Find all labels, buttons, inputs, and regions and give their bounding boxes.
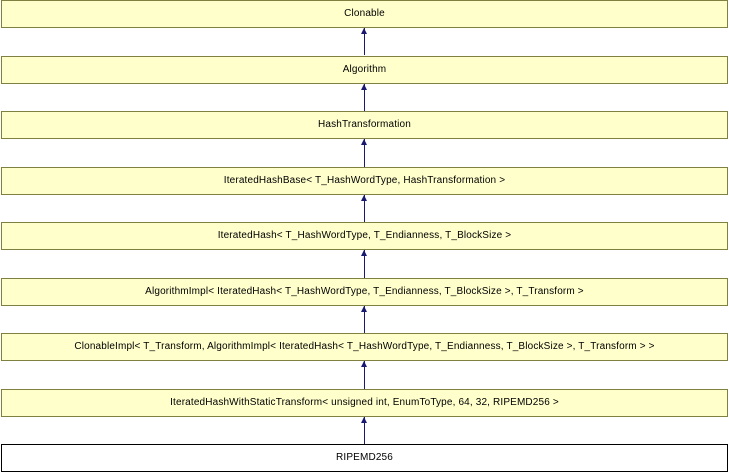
inheritance-edge-clonableimpl-to-algorithmimpl (364, 306, 365, 333)
inheritance-arrow-icon (361, 361, 367, 367)
inheritance-edge-iteratedhash-to-iteratedhashbase (364, 195, 365, 222)
class-node-ripemd256-current[interactable]: RIPEMD256 (1, 444, 728, 472)
class-node-algorithm[interactable]: Algorithm (1, 55, 728, 84)
inheritance-arrow-icon (361, 250, 367, 256)
class-node-hashtransformation[interactable]: HashTransformation (1, 111, 728, 139)
inheritance-arrow-icon (361, 417, 367, 423)
inheritance-arrow-icon (361, 139, 367, 145)
class-node-iteratedhashwithstatictransform[interactable]: IteratedHashWithStaticTransform< unsigne… (1, 388, 728, 417)
inheritance-edge-iteratedhashbase-to-hashtransformation (364, 139, 365, 167)
inheritance-edge-ripemd256-to-iteratedhashwithstatictransform (364, 417, 365, 444)
inheritance-edge-hashtransformation-to-algorithm (364, 84, 365, 111)
inheritance-arrow-icon (361, 84, 367, 90)
inheritance-edge-algorithmimpl-to-iteratedhash (364, 250, 365, 278)
inheritance-arrow-icon (361, 306, 367, 312)
inheritance-arrow-icon (361, 195, 367, 201)
class-node-clonableimpl[interactable]: ClonableImpl< T_Transform, AlgorithmImpl… (1, 333, 728, 361)
inheritance-edge-iteratedhashwithstatictransform-to-clonableimpl (364, 361, 365, 389)
class-node-iteratedhashbase[interactable]: IteratedHashBase< T_HashWordType, HashTr… (1, 166, 728, 195)
class-node-clonable[interactable]: Clonable (1, 0, 728, 28)
inheritance-arrow-icon (361, 28, 367, 34)
class-node-algorithmimpl[interactable]: AlgorithmImpl< IteratedHash< T_HashWordT… (1, 277, 728, 306)
class-node-iteratedhash[interactable]: IteratedHash< T_HashWordType, T_Endianne… (1, 222, 728, 250)
inheritance-edge-algorithm-to-clonable (364, 28, 365, 55)
